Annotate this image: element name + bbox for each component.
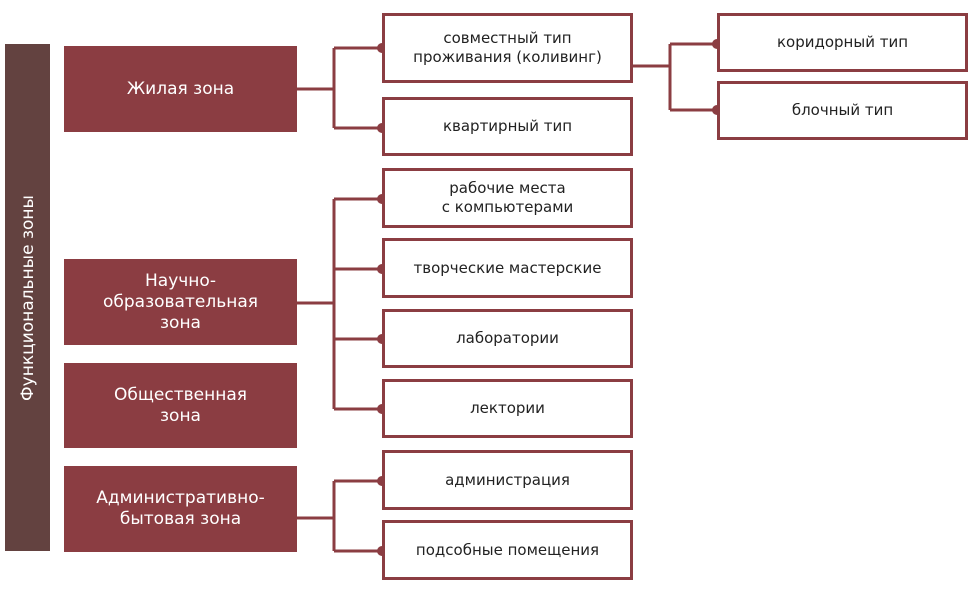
box-text: подсобные помещения xyxy=(415,540,600,559)
zone-text: Научно- xyxy=(145,270,216,291)
box-text: с компьютерами xyxy=(441,198,574,216)
zone-text: Административно- xyxy=(96,488,265,508)
box-text: совместный тип xyxy=(443,29,572,47)
box-text: лектории xyxy=(470,399,545,417)
box-text: коридорный тип xyxy=(776,33,909,51)
corridor-box: коридорный тип xyxy=(717,13,968,72)
utility-rooms-box: подсобные помещения xyxy=(382,520,633,580)
zone-text: зона xyxy=(160,312,201,333)
zone-text: зона xyxy=(160,405,201,426)
functional-zones-label: Функциональные зоны xyxy=(5,44,50,551)
box-text: лаборатории xyxy=(456,329,559,347)
box-text: блочный тип xyxy=(791,101,894,119)
administration-box: администрация xyxy=(382,450,633,510)
zone-text: образовательная xyxy=(103,291,258,312)
lecture-box: лектории xyxy=(382,379,633,438)
workshops-box: творческие мастерские xyxy=(382,238,633,298)
zone-residential: Жилая зона xyxy=(64,46,297,132)
zone-text: Общественная xyxy=(114,384,247,405)
zone-admin: Административно-бытовая зона xyxy=(64,466,297,552)
zone-text: Жилая зона xyxy=(126,78,235,99)
box-text: рабочие места xyxy=(449,179,566,197)
labs-box: лаборатории xyxy=(382,309,633,368)
box-text: квартирный тип xyxy=(442,117,573,135)
box-text: проживания (коливинг) xyxy=(413,48,602,66)
zone-text: бытовая зона xyxy=(119,509,242,529)
title-text: Функциональные зоны xyxy=(17,194,38,401)
block-box: блочный тип xyxy=(717,81,968,140)
apartment-box: квартирный тип xyxy=(382,97,633,156)
box-text: творческие мастерские xyxy=(413,258,602,277)
box-text: администрация xyxy=(445,470,570,489)
